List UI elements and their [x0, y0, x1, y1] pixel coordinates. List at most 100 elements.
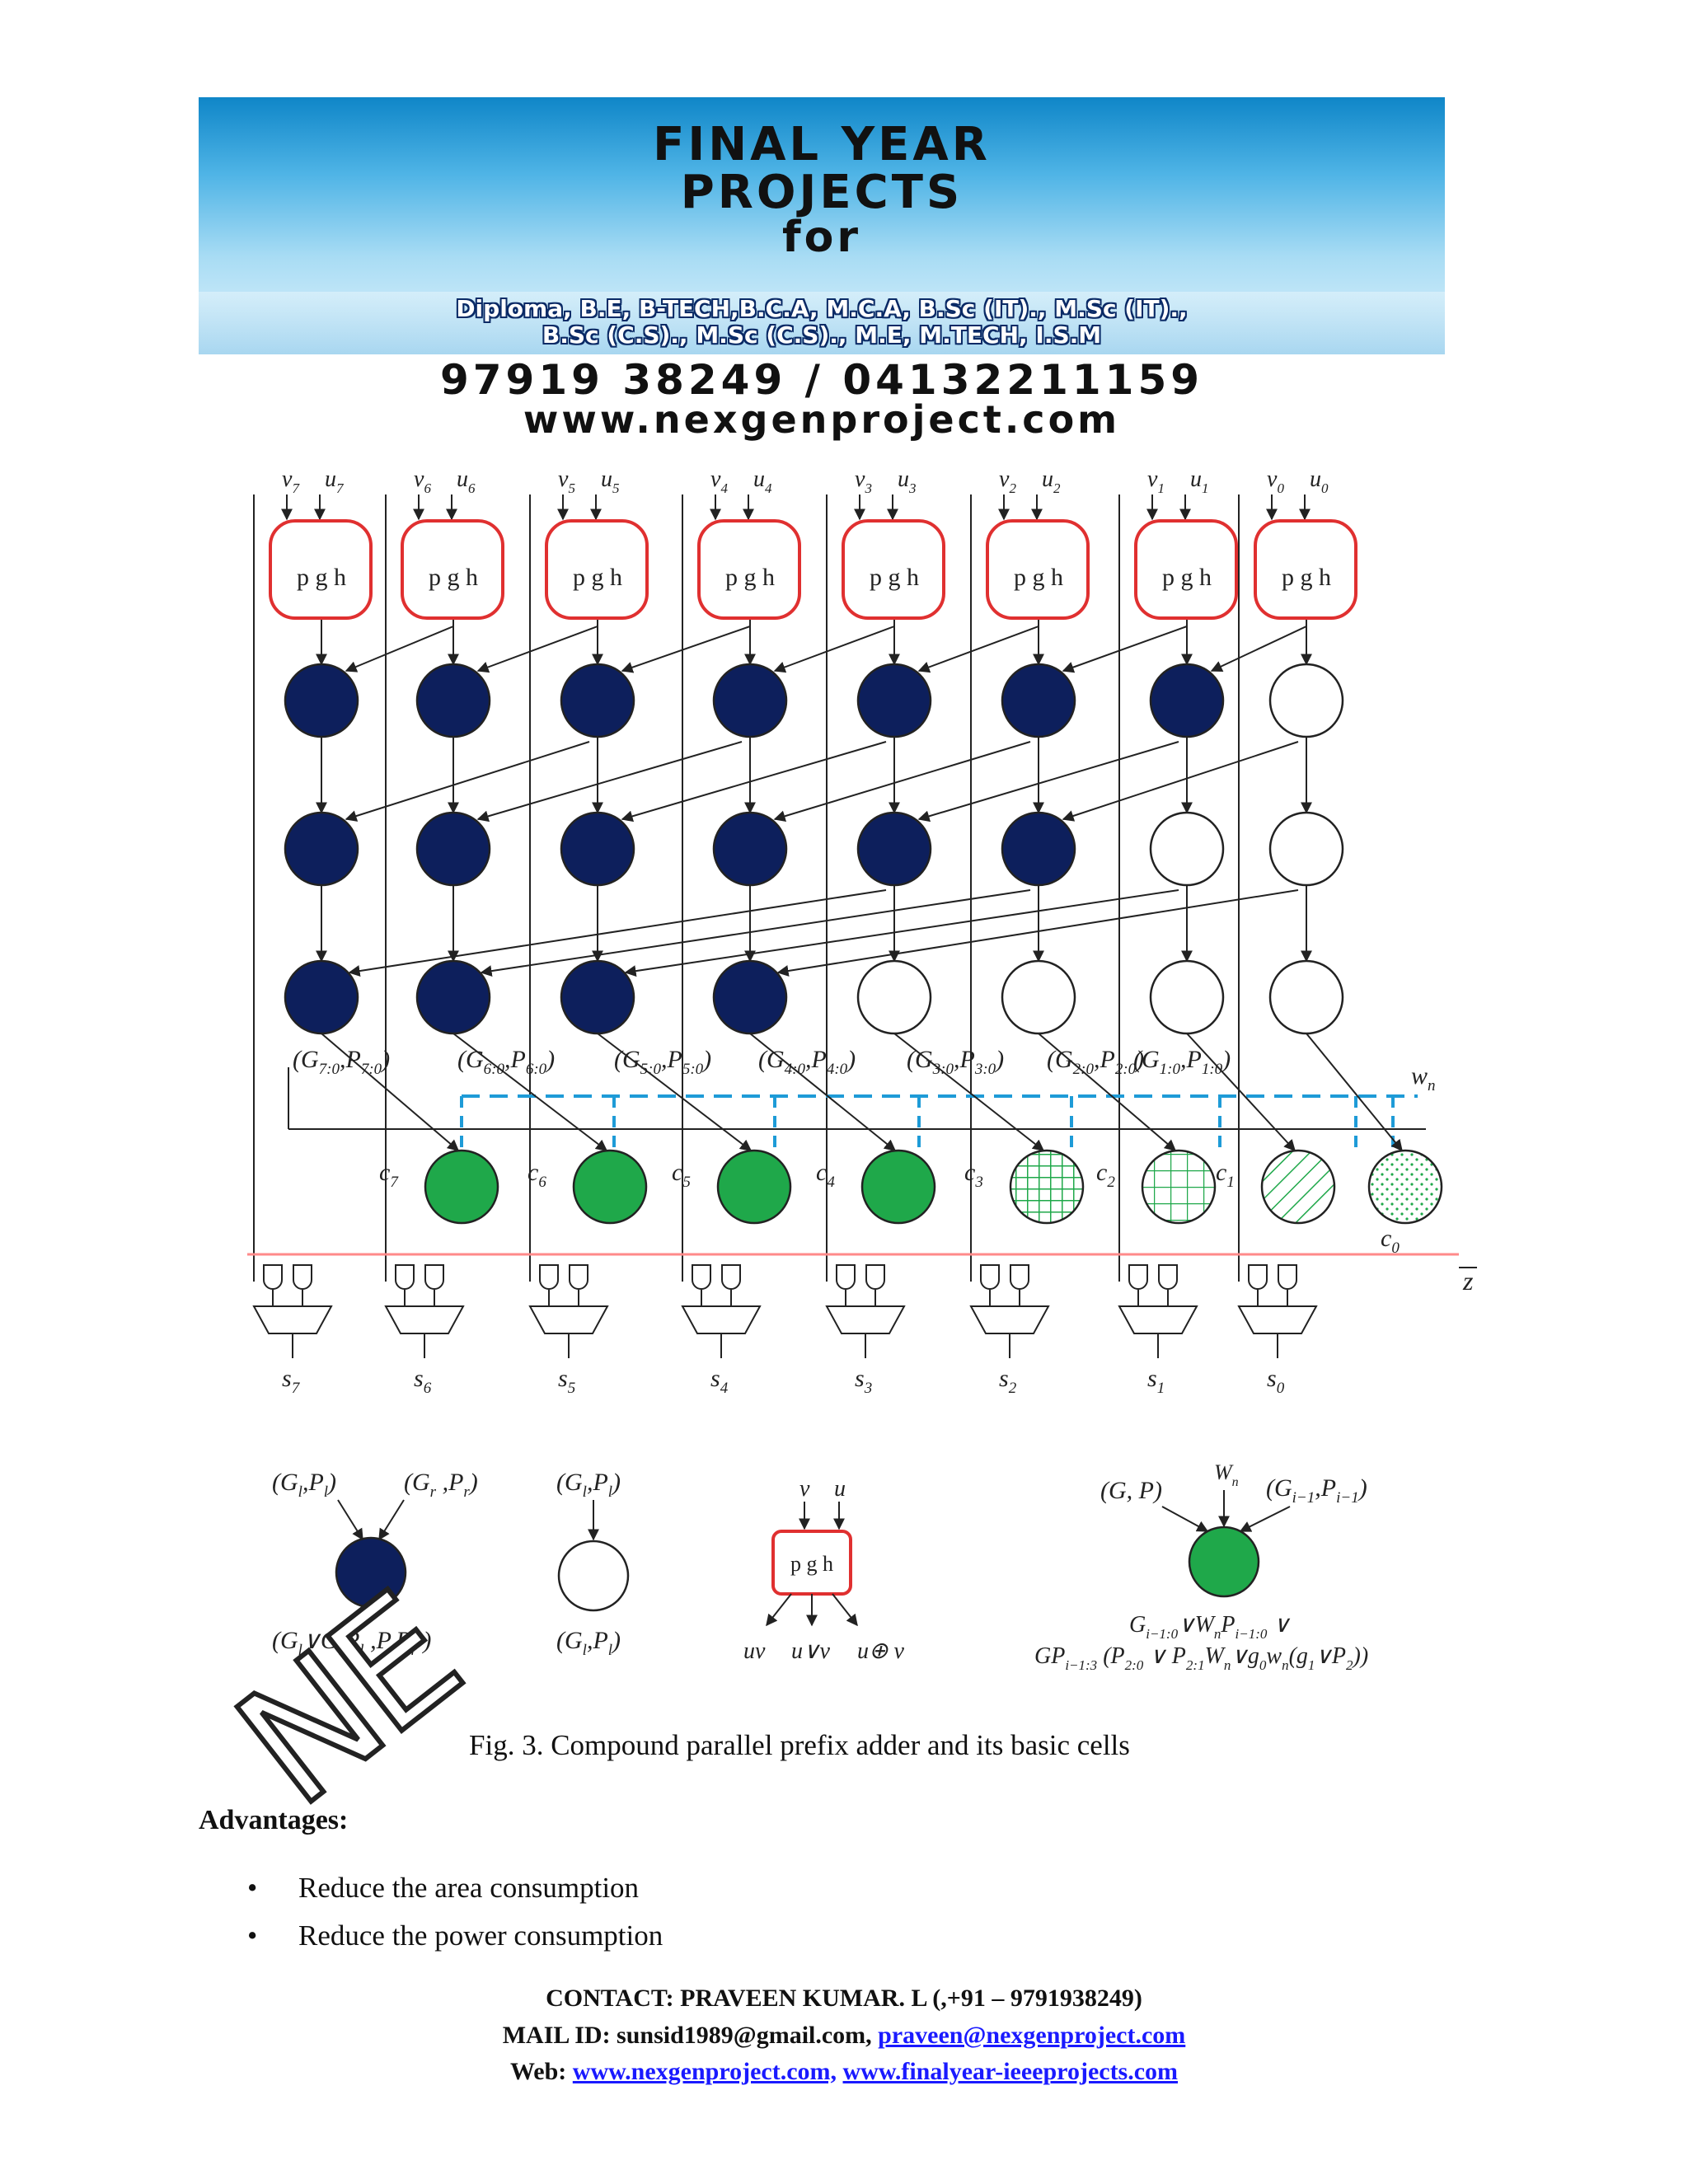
prefix-wire	[1062, 741, 1299, 822]
label-part: u	[601, 466, 612, 492]
label-subscript: 7	[292, 1380, 301, 1397]
label-part: )	[994, 1046, 1004, 1073]
label-part: (G	[457, 1046, 484, 1073]
label-part: (G	[556, 1627, 583, 1654]
legend-pgh-out: uv	[743, 1638, 766, 1664]
label-part: )	[417, 1627, 432, 1654]
label-subscript: 0	[1321, 480, 1329, 496]
dark-prefix-node	[856, 663, 932, 738]
dark-prefix-node	[560, 663, 635, 738]
and-gate	[293, 1264, 312, 1290]
label-subscript: l	[359, 1642, 363, 1659]
and-gate	[865, 1264, 885, 1290]
label-part: s	[282, 1365, 292, 1392]
label-part: s	[414, 1365, 424, 1392]
label-subscript: 1:0	[1160, 1061, 1181, 1078]
label-subscript: 2	[1009, 1380, 1017, 1397]
white-prefix-node	[1268, 811, 1344, 887]
input-u-label: u4	[753, 466, 772, 496]
label-subscript: 7:0	[319, 1061, 340, 1078]
input-u-label: u3	[898, 466, 917, 496]
pgh-cell-label: p g h	[725, 564, 775, 591]
label-part: ,P	[364, 1627, 392, 1654]
label-part: ∨G	[302, 1627, 339, 1654]
banner-title-line1: FINAL YEAR	[653, 118, 991, 171]
label-subscript: 0	[1277, 1380, 1285, 1397]
label-subscript: 2:0	[1115, 1061, 1137, 1078]
input-v-label: v3	[855, 466, 872, 496]
label-part: s	[1267, 1365, 1277, 1392]
pgh-cell-label: p g h	[429, 564, 478, 591]
label-part: u	[325, 466, 336, 492]
prefix-wire	[776, 889, 1299, 977]
label-part: ,P	[587, 1469, 608, 1496]
label-part: )	[846, 1046, 856, 1073]
label-part: v	[855, 466, 865, 492]
pgh-cell	[401, 519, 504, 620]
mux	[1237, 1305, 1318, 1334]
label-subscript: 1:0	[1202, 1061, 1223, 1078]
mux	[1118, 1305, 1198, 1334]
label-part: ,P	[436, 1469, 463, 1496]
dark-prefix-node	[415, 959, 491, 1035]
footer-web-link-1[interactable]: www.nexgenproject.com,	[572, 2058, 837, 2085]
label-part: ,P	[805, 1046, 827, 1073]
pgh-cell	[842, 519, 945, 620]
label-subscript: l	[392, 1642, 396, 1659]
label-subscript: 1	[1226, 1174, 1235, 1191]
gp-label: (G3:0,P3:0)	[907, 1046, 1004, 1078]
input-v-label: v4	[710, 466, 728, 496]
prefix-wire	[476, 626, 598, 673]
label-subscript: 3	[908, 480, 917, 496]
label-part: (G	[1266, 1474, 1292, 1502]
footer-web-label: Web:	[509, 2058, 567, 2085]
label-part: ,P	[587, 1627, 608, 1654]
label-subscript: 1	[1308, 1657, 1315, 1673]
label-subscript: l	[608, 1483, 612, 1501]
label-subscript: n	[1232, 1475, 1239, 1489]
pgh-cell-label: p g h	[1282, 564, 1331, 591]
label-subscript: 7	[292, 480, 300, 496]
legend-white-in: (Gl,Pl)	[556, 1469, 621, 1501]
label-part: s	[1147, 1365, 1157, 1392]
label-part: ,P	[302, 1469, 324, 1496]
label-part: (G	[614, 1046, 640, 1073]
wire	[452, 1033, 608, 1151]
label-subscript: 4:0	[785, 1061, 806, 1078]
prefix-wire	[621, 741, 887, 823]
label-subscript: 0	[1277, 480, 1284, 496]
label-subscript: 3	[864, 480, 872, 496]
and-gate	[1248, 1264, 1268, 1290]
label-subscript: 4	[720, 480, 728, 496]
label-subscript: r	[411, 1642, 418, 1659]
carry-label: c5	[672, 1159, 691, 1191]
footer-mail-link[interactable]: praveen@nexgenproject.com	[878, 2022, 1186, 2049]
label-subscript: r	[463, 1483, 470, 1501]
wire	[749, 1033, 897, 1151]
label-subscript: 6	[424, 480, 431, 496]
label-part: c	[1381, 1225, 1391, 1252]
label-subscript: 7:0	[361, 1061, 382, 1078]
label-part: u	[457, 466, 468, 492]
sum-label: s4	[710, 1365, 729, 1397]
pgh-cell	[545, 519, 649, 620]
dark-prefix-node	[560, 959, 635, 1035]
label-part: s	[558, 1365, 568, 1392]
label-subscript: n	[1428, 1077, 1436, 1094]
advantages-heading: Advantages:	[199, 1805, 349, 1835]
footer-web-link-2[interactable]: www.finalyear-ieeeprojects.com	[842, 2058, 1179, 2085]
label-part: )	[611, 1627, 621, 1654]
sum-label: s1	[1147, 1365, 1165, 1397]
label-subscript: 2:1	[1186, 1657, 1205, 1673]
label-part: (G	[556, 1469, 583, 1496]
prefix-wire	[345, 741, 590, 822]
label-part: u	[753, 466, 765, 492]
banner-title-line2: PROJECTS	[680, 166, 964, 219]
label-part: c	[528, 1159, 538, 1186]
label-part: ∨	[1267, 1612, 1290, 1638]
label-subscript: 2:0	[1125, 1657, 1144, 1673]
gp-label: (G6:0,P6:0)	[457, 1046, 555, 1078]
label-subscript: 2	[1009, 480, 1016, 496]
pgh-cell-label: p g h	[573, 564, 622, 591]
pgh-cell-label: p g h	[1014, 564, 1063, 591]
